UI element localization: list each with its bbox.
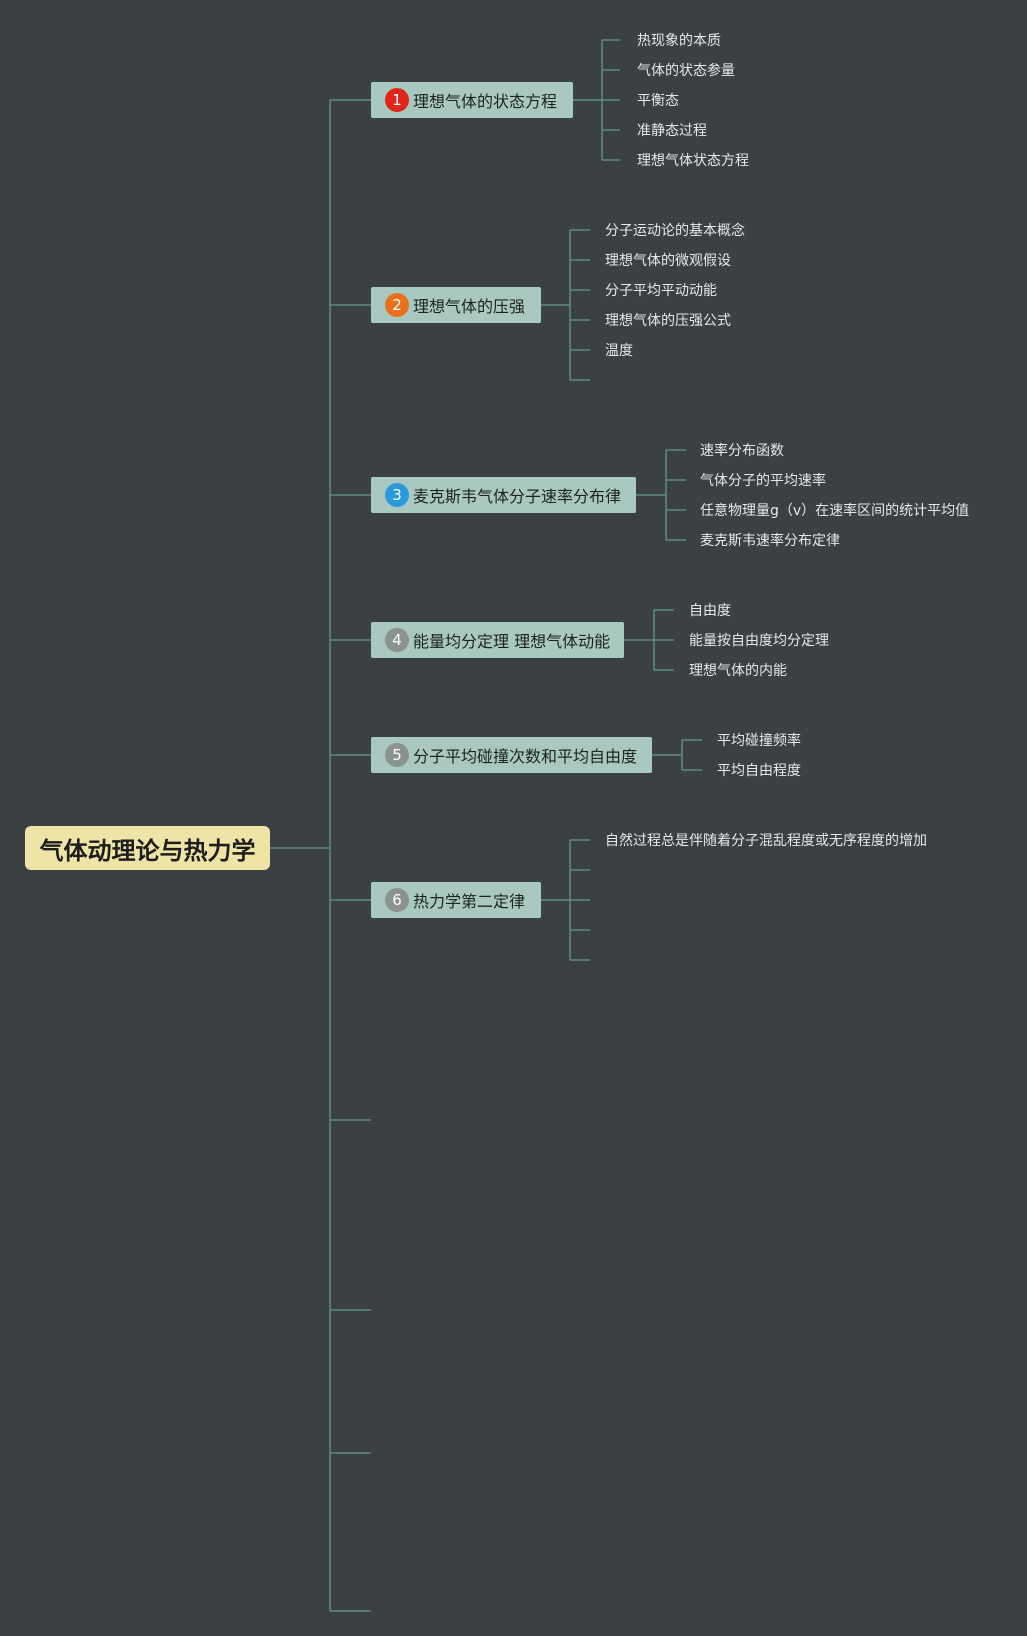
subtopic[interactable]: 任意物理量g（v）在速率区间的统计平均值 [700, 503, 970, 519]
topic-5[interactable]: 5 分子平均碰撞次数和平均自由度 [371, 737, 652, 773]
subtopic[interactable]: 准静态过程 [637, 123, 707, 139]
number-badge-3: 3 [385, 483, 409, 507]
number-badge-5: 5 [385, 743, 409, 767]
topic-3[interactable]: 3 麦克斯韦气体分子速率分布律 [371, 477, 636, 513]
subtopic[interactable]: 气体的状态参量 [637, 63, 735, 79]
subtopic[interactable]: 自然过程总是伴随着分子混乱程度或无序程度的增加 [605, 833, 927, 849]
subtopic[interactable]: 平均自由程度 [717, 763, 801, 779]
topic-4-label: 能量均分定理 理想气体动能 [413, 632, 611, 651]
number-badge-2: 2 [385, 293, 409, 317]
subtopic[interactable]: 理想气体的压强公式 [605, 313, 731, 329]
subtopic[interactable]: 自由度 [689, 603, 731, 619]
number-badge-6: 6 [385, 888, 409, 912]
subtopic[interactable]: 温度 [605, 343, 633, 359]
subtopic[interactable]: 平均碰撞频率 [717, 733, 801, 749]
subtopic[interactable]: 热现象的本质 [637, 33, 721, 49]
topic-6[interactable]: 6 热力学第二定律 [371, 882, 541, 918]
topic-2-label: 理想气体的压强 [413, 297, 526, 316]
topic-6-label: 热力学第二定律 [413, 892, 526, 911]
subtopic[interactable]: 速率分布函数 [700, 443, 784, 459]
subtopic[interactable]: 分子平均平动动能 [605, 283, 717, 299]
topic-5-label: 分子平均碰撞次数和平均自由度 [413, 747, 638, 766]
root-topic[interactable]: 气体动理论与热力学 [25, 826, 270, 870]
topic-2[interactable]: 2 理想气体的压强 [371, 287, 541, 323]
topic-1[interactable]: 1 理想气体的状态方程 [371, 82, 573, 118]
subtopic[interactable]: 理想气体的内能 [689, 663, 787, 679]
topic-4[interactable]: 4 能量均分定理 理想气体动能 [371, 622, 624, 658]
topic-3-label: 麦克斯韦气体分子速率分布律 [413, 487, 622, 506]
root-topic-label: 气体动理论与热力学 [39, 836, 256, 865]
subtopic[interactable]: 平衡态 [637, 93, 679, 109]
subtopic[interactable]: 理想气体状态方程 [637, 153, 749, 169]
number-badge-1: 1 [385, 88, 409, 112]
number-badge-4: 4 [385, 628, 409, 652]
topic-1-label: 理想气体的状态方程 [413, 92, 558, 111]
subtopic[interactable]: 理想气体的微观假设 [605, 253, 731, 269]
subtopic[interactable]: 能量按自由度均分定理 [689, 633, 829, 649]
subtopic[interactable]: 气体分子的平均速率 [700, 473, 826, 489]
subtopic[interactable]: 分子运动论的基本概念 [605, 223, 745, 239]
subtopic[interactable]: 麦克斯韦速率分布定律 [700, 533, 840, 549]
